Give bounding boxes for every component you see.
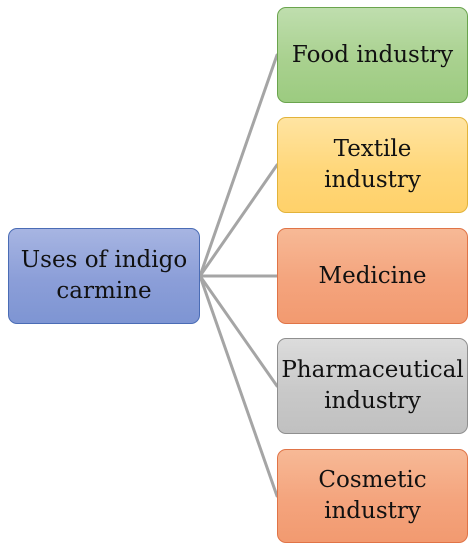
branch-node-medicine: Medicine [277,228,468,324]
food-node-text: Food industry [292,40,453,71]
root-label-line-2: carmine [56,278,152,304]
medicine-node-text: Medicine [319,261,427,292]
root-node-uses-of-indigo-carmine: Uses of indigo carmine [8,228,200,324]
connector-food [198,53,279,278]
medicine-label-line-1: Medicine [318,262,427,289]
pharmaceutical-label-line-2: industry [324,388,421,414]
branch-node-textile-industry: Textile industry [277,117,468,213]
root-label-line-1: Uses of indigo [20,247,188,273]
food-label-line-1: Food industry [291,41,454,68]
root-node-text: Uses of indigo carmine [21,245,187,307]
branch-node-cosmetic-industry: Cosmetic industry [277,449,468,543]
connector-cosmetic [198,274,279,498]
branch-node-pharmaceutical-industry: Pharmaceutical industry [277,338,468,434]
textile-node-text: Textile industry [286,134,459,196]
cosmetic-node-text: Cosmetic industry [318,465,426,527]
cosmetic-label-line-2: industry [324,498,421,524]
cosmetic-label-line-1: Cosmetic [318,467,427,493]
pharmaceutical-node-text: Pharmaceutical industry [281,355,463,417]
branch-node-food-industry: Food industry [277,7,468,103]
pharmaceutical-label-line-1: Pharmaceutical [281,357,464,383]
connector-textile [198,163,279,278]
connector-pharmaceutical [198,274,279,388]
textile-label-line-1: Textile industry [324,136,421,193]
